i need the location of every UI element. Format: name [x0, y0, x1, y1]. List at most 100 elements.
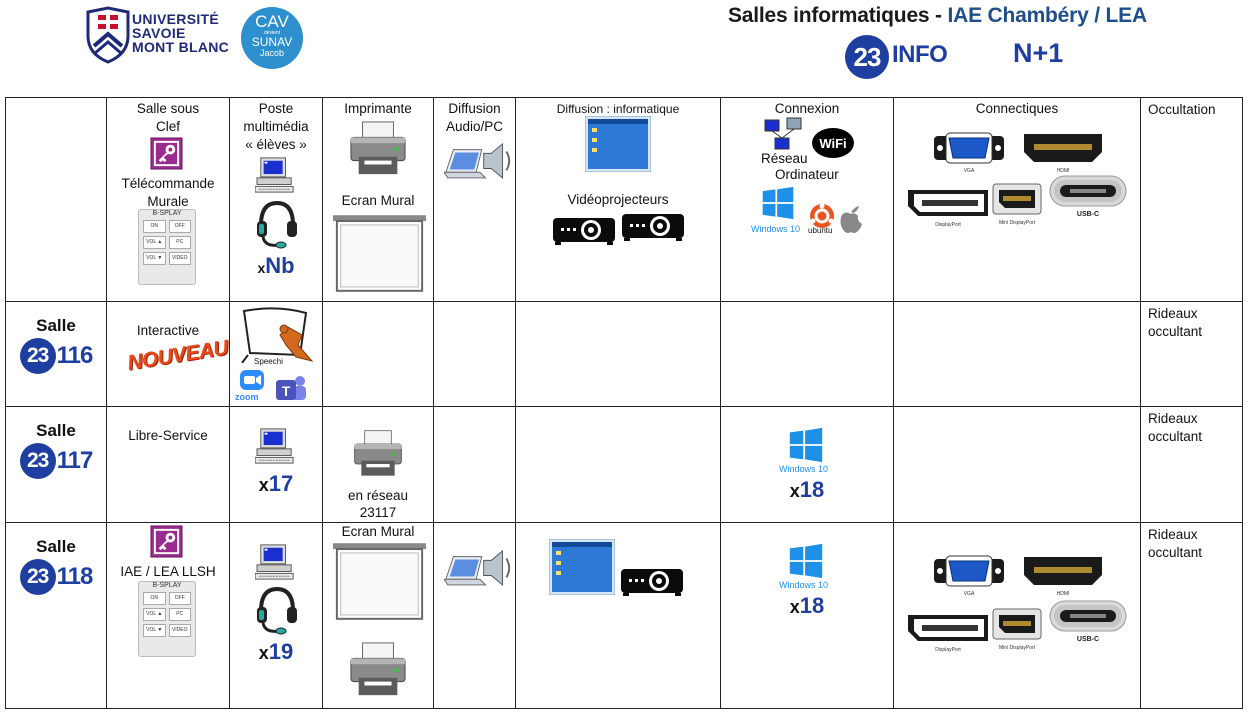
hdmi-connector-icon: HDMI: [1024, 134, 1102, 174]
svg-text:VGA: VGA: [964, 168, 975, 174]
interactive-board-icon: [241, 307, 314, 363]
usmb-name: UNIVERSITÉ SAVOIE MONT BLANC: [132, 11, 230, 55]
new-tag: NOUVEAU: [125, 336, 230, 375]
displayport-connector-icon: DisplayPort: [908, 615, 988, 653]
laptop-speaker-icon: [444, 543, 512, 591]
connexion-cell: Windows 10 x18: [720, 522, 894, 709]
displayport-connector-icon: DisplayPort: [908, 190, 988, 228]
printer-icon: [351, 429, 405, 479]
clef-cell: IAE / LEA LLSH B-SPLAY ON OFF VOL ▲ PC V…: [106, 522, 230, 709]
svg-text:WiFi: WiFi: [819, 136, 846, 151]
windows-count: x18: [789, 593, 825, 618]
windows-icon: [761, 186, 795, 220]
vga-connector-icon: VGA: [934, 555, 1004, 597]
svg-text:T: T: [282, 383, 291, 399]
svg-text:USB-C: USB-C: [1077, 636, 1099, 643]
computer-display-icon: [585, 116, 651, 172]
projector-icon: [619, 561, 685, 597]
projector-icon: [551, 210, 617, 246]
connectiques-cell: [893, 406, 1141, 523]
network-icon: [764, 117, 802, 150]
svg-text:HDMI: HDMI: [1057, 591, 1070, 597]
reseau-label: Réseau: [761, 151, 808, 166]
usb-c-connector-icon: USB-C: [1049, 600, 1127, 643]
wall-remote-icon: B-SPLAY ON OFF VOL ▲ PC VOL ▼ VIDEO: [138, 581, 196, 657]
svg-text:DisplayPort: DisplayPort: [935, 222, 961, 228]
laptop-speaker-icon: [444, 136, 512, 184]
key-card-icon: [150, 525, 183, 558]
building-badge: 23: [845, 35, 889, 79]
connectiques-cell: VGA HDMI DisplayPort Mini DisplayPort: [893, 522, 1141, 709]
diffusion-info-cell: [515, 301, 721, 407]
mini-displayport-icon: Mini DisplayPort: [992, 608, 1042, 651]
page-title: Salles informatiques - IAE Chambéry / LE…: [728, 4, 1147, 27]
connexion-cell: Windows 10 x18: [720, 406, 894, 523]
poste-cell: x17: [229, 406, 323, 523]
col-connexion: Connexion WiFi Réseau Ordinateur Windows…: [720, 97, 894, 302]
printer-icon: [347, 641, 409, 699]
imprimante-cell: Ecran Mural: [322, 522, 434, 709]
poste-count: x17: [258, 471, 294, 496]
wifi-icon: WiFi: [812, 128, 854, 158]
col-imprimante: Imprimante Ecran Mural: [322, 97, 434, 302]
mini-displayport-icon: Mini DisplayPort: [992, 183, 1042, 226]
ubuntu-icon: [810, 203, 834, 228]
teams-icon: T: [276, 376, 306, 400]
col-connectiques: Connectiques VGA HDMI DisplayPort: [893, 97, 1141, 302]
wall-remote-icon: B-SPLAY ON OFF VOL ▲ PC VOL ▼ VIDEO: [138, 209, 196, 285]
apple-icon: [840, 206, 862, 233]
diffusion-info-cell: [515, 522, 721, 709]
svg-text:VGA: VGA: [964, 591, 975, 597]
svg-text:DisplayPort: DisplayPort: [935, 647, 961, 653]
usmb-shield-icon: [86, 6, 130, 64]
windows-icon: [788, 427, 824, 463]
wall-screen-icon: [333, 215, 426, 293]
headset-icon: [253, 585, 297, 637]
clef-cell: Libre-Service: [106, 406, 230, 523]
poste-cell: x19: [229, 522, 323, 709]
computer-display-icon: [549, 539, 615, 595]
col-diffusion-info: Diffusion : informatique Vidéoprojecteur…: [515, 97, 721, 302]
empty-corner: [5, 97, 107, 302]
poste-count: xNb: [257, 253, 295, 278]
floor-label: N+1: [1013, 38, 1064, 68]
diffusion-audio-cell: [433, 406, 516, 523]
computer-icon: [255, 427, 297, 465]
computer-icon: [255, 543, 297, 581]
windows-count: x18: [789, 477, 825, 502]
poste-cell: Speechi zoom T: [229, 301, 323, 407]
key-card-icon: [150, 137, 183, 170]
svg-text:Mini DisplayPort: Mini DisplayPort: [999, 645, 1036, 651]
col-occultation: Occultation: [1140, 97, 1243, 302]
svg-text:HDMI: HDMI: [1057, 168, 1070, 174]
hdmi-connector-icon: HDMI: [1024, 557, 1102, 597]
usmb-logo: [86, 6, 236, 64]
clef-cell: Interactive NOUVEAU: [106, 301, 230, 407]
imprimante-cell: [322, 301, 434, 407]
headset-icon: [253, 199, 297, 251]
wall-screen-icon: [333, 543, 426, 621]
svg-text:USB-C: USB-C: [1077, 211, 1099, 218]
poste-count: x19: [258, 639, 294, 664]
zoom-icon: [240, 370, 264, 390]
svg-text:Mini DisplayPort: Mini DisplayPort: [999, 220, 1036, 226]
computer-icon: [255, 156, 297, 194]
usb-c-connector-icon: USB-C: [1049, 175, 1127, 218]
diffusion-audio-cell: [433, 301, 516, 407]
connexion-cell: [720, 301, 894, 407]
windows-icon: [788, 543, 824, 579]
